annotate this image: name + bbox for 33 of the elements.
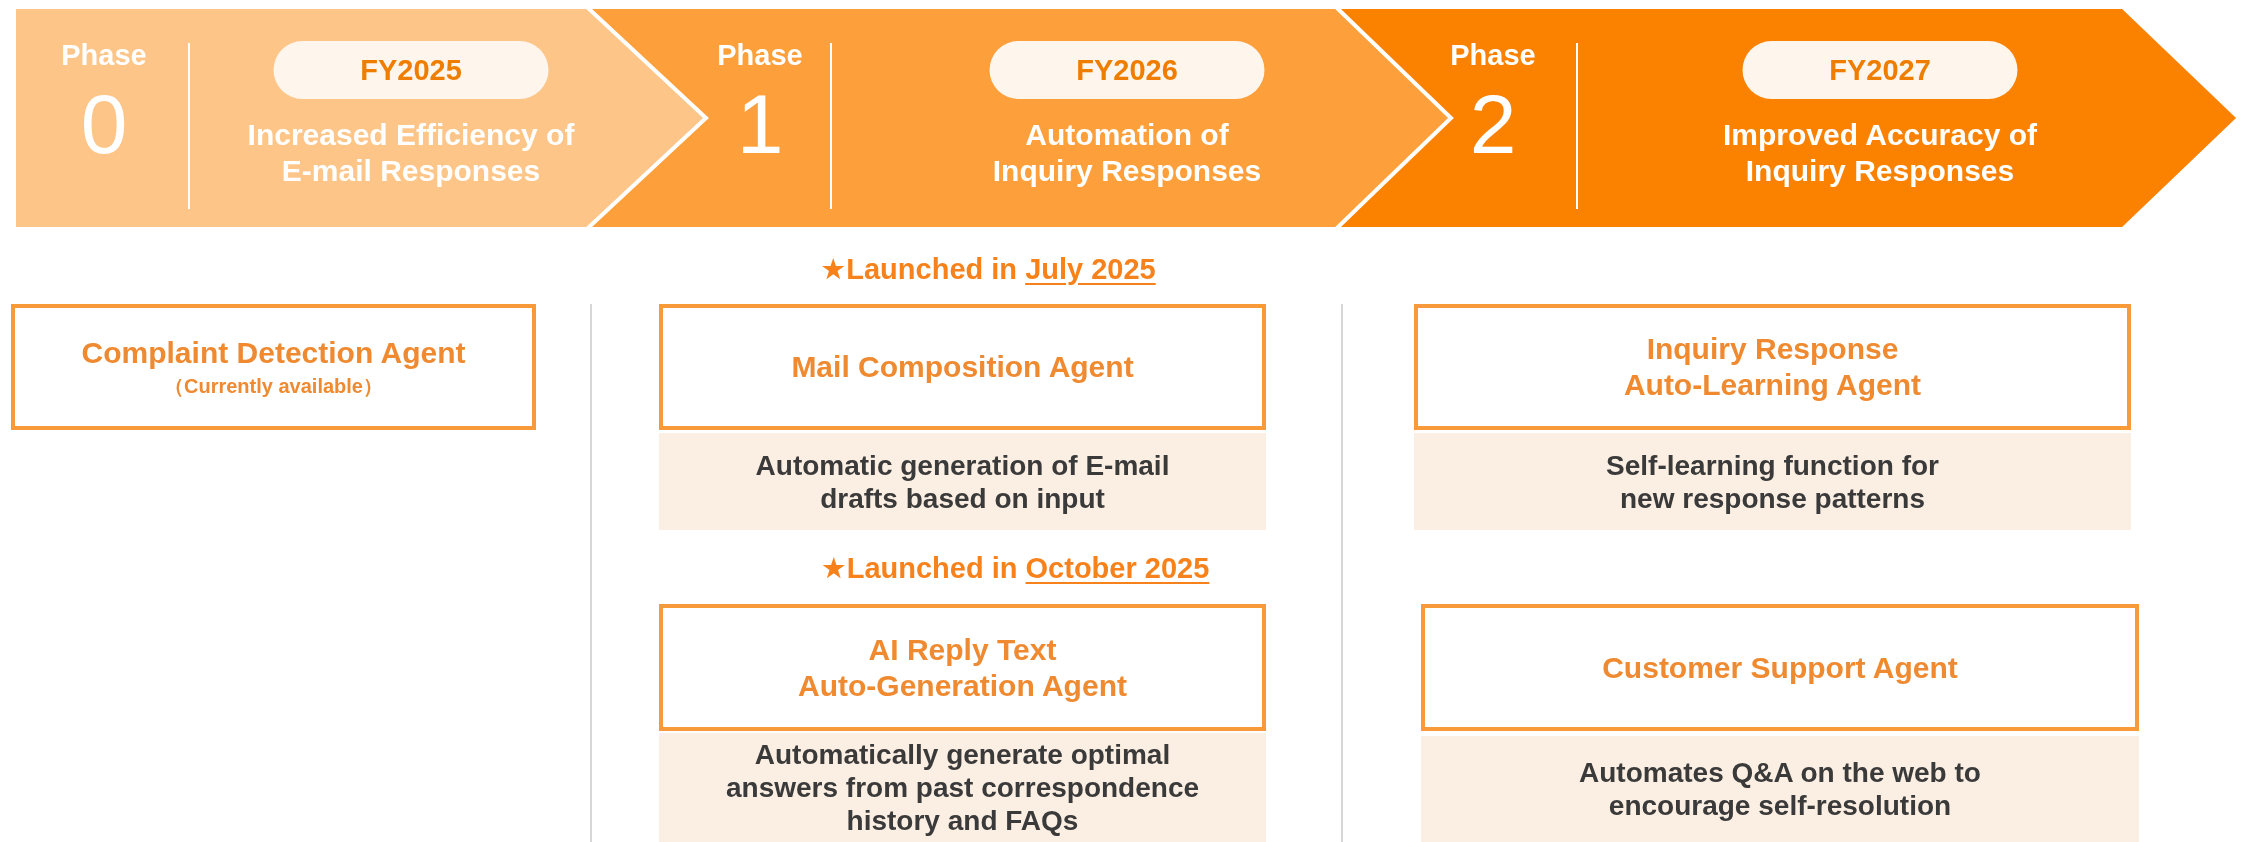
phase-label: Phase xyxy=(717,39,803,72)
agent-card xyxy=(659,304,1266,430)
phase-number: 2 xyxy=(1469,79,1517,169)
description-panel xyxy=(1414,433,2131,530)
description-text: Automatically generate optimal answers from past correspondence history and FAQs xyxy=(724,738,1201,837)
phase-number: 1 xyxy=(736,79,784,169)
year-pill: FY2025 xyxy=(273,41,549,99)
description-text: Self-learning function for new response patterns xyxy=(1605,448,1940,515)
launch-note: ★Launched in July 2025 xyxy=(820,252,1156,286)
agent-name: Mail Composition Agent xyxy=(791,349,1134,385)
phase-title: Improved Accuracy of Inquiry Responses xyxy=(1722,117,2038,189)
agent-name: AI Reply Text Auto-Generation Agent xyxy=(797,631,1128,704)
agent-name: Customer Support Agent xyxy=(1602,649,1958,686)
phase-title: Increased Efficiency of E-mail Responses xyxy=(246,117,576,189)
description-panel xyxy=(1421,736,2139,842)
agent-name: Complaint Detection Agent xyxy=(81,334,466,371)
phase-title: Automation of Inquiry Responses xyxy=(991,117,1263,189)
description-panel xyxy=(659,433,1266,530)
agent-name: Inquiry Response Auto-Learning Agent xyxy=(1622,331,1923,403)
launch-note: ★Launched in October 2025 xyxy=(820,551,1210,585)
agent-card xyxy=(11,304,536,430)
phase-label: Phase xyxy=(61,39,147,72)
year-pill: FY2026 xyxy=(989,41,1265,99)
phase-number: 0 xyxy=(80,79,128,169)
year-pill: FY2027 xyxy=(1742,41,2018,99)
description-text: Automates Q&A on the web to encourage self-resolution xyxy=(1578,756,1982,822)
agent-card xyxy=(1414,304,2131,430)
description-text: Automatic generation of E-mail drafts based on input xyxy=(754,448,1171,515)
agent-card xyxy=(1421,604,2139,731)
status-note: （Currently available） xyxy=(164,373,383,399)
phase-label: Phase xyxy=(1450,39,1536,72)
agent-card xyxy=(659,604,1266,731)
description-panel xyxy=(659,733,1266,842)
